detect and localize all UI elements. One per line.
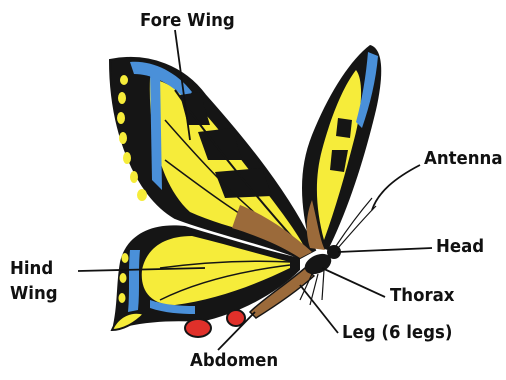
antenna-leader	[372, 165, 420, 210]
leg-label: Leg (6 legs)	[342, 322, 452, 343]
fore-wing	[110, 58, 315, 258]
right-fore-wing	[302, 45, 381, 250]
head-label: Head	[436, 236, 484, 257]
hind-wing-label-line2: Wing	[10, 283, 58, 304]
abdomen-label: Abdomen	[190, 350, 278, 371]
head-leader	[338, 248, 432, 252]
thorax-label: Thorax	[390, 285, 454, 306]
antenna-label: Antenna	[424, 148, 503, 169]
fore-wing-label: Fore Wing	[140, 10, 235, 31]
hind-wing-label-line1: Hind	[10, 258, 53, 279]
thorax-leader	[322, 268, 385, 297]
leg-leader	[300, 285, 338, 333]
